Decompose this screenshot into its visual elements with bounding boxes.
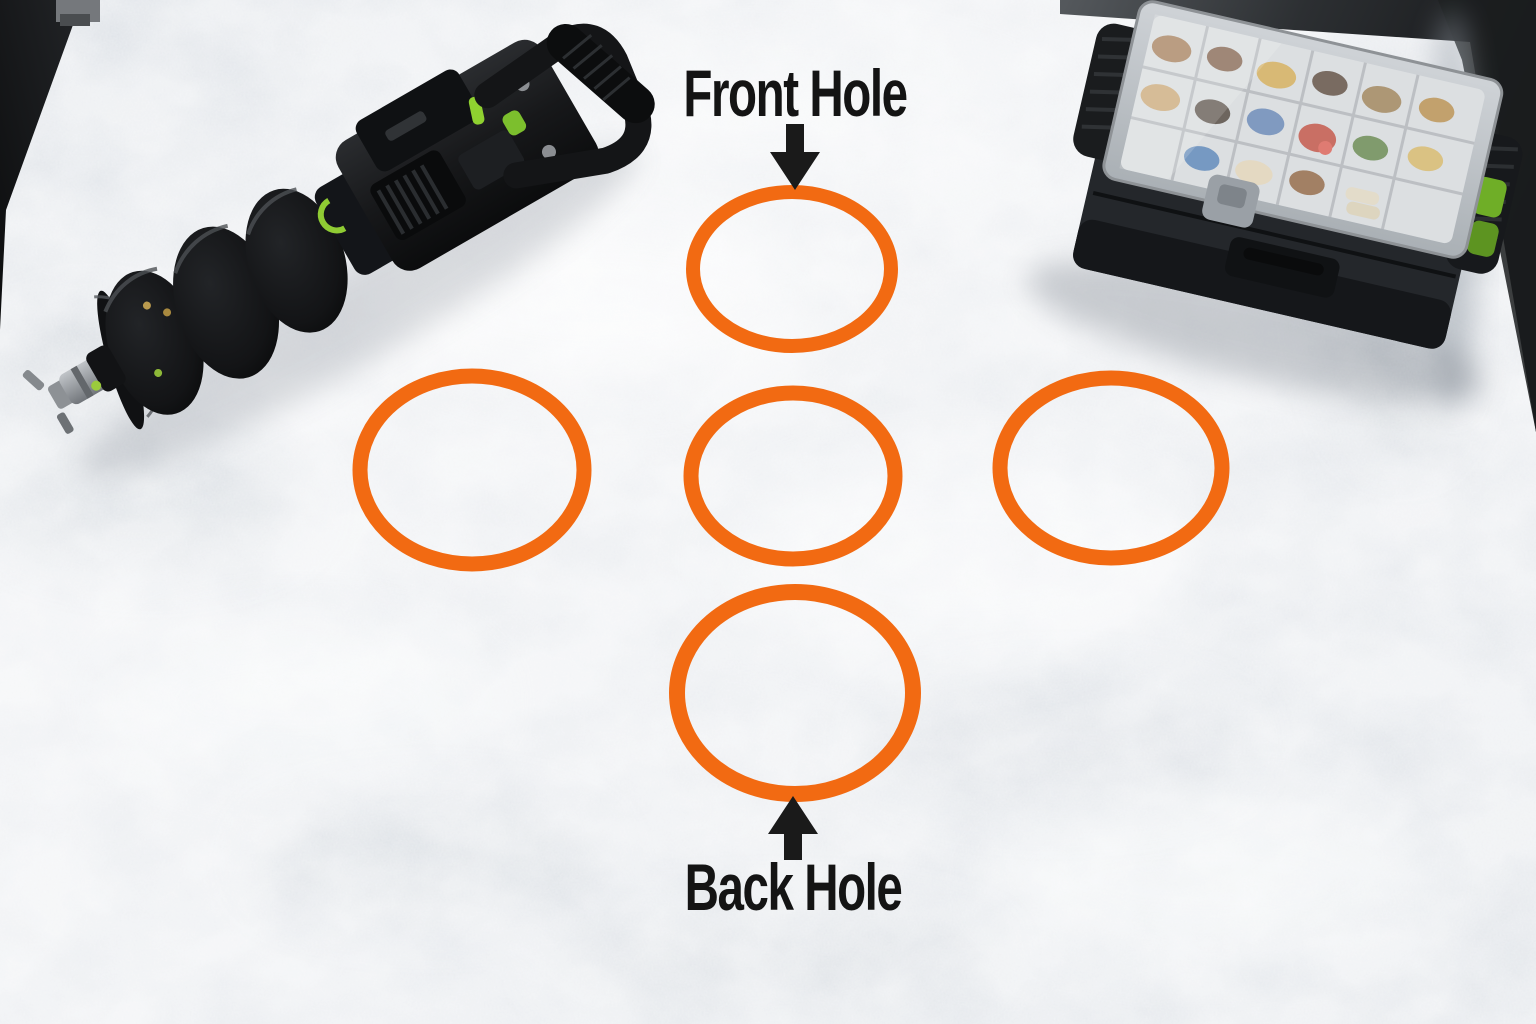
tackle-box-shadow (1027, 260, 1486, 402)
auger-shadow (80, 147, 637, 478)
front-hole-label: Front Hole (683, 56, 908, 130)
left-hole-marker (352, 368, 592, 572)
auger-handle (474, 23, 655, 189)
hole-markers (352, 185, 1230, 802)
tackle-box (1027, 0, 1523, 402)
middle-hole-marker (683, 385, 903, 567)
front-hole-arrow-down-icon (770, 124, 820, 190)
compartment-grid (1130, 26, 1475, 230)
frame-edge-top-left (0, 0, 100, 330)
back-hole-label: Back Hole (684, 850, 903, 924)
auger-mount (314, 172, 400, 275)
auger-cutting-head (22, 345, 126, 434)
right-hole-marker (992, 370, 1230, 566)
lure-compartments (1140, 35, 1455, 220)
back-hole-marker (669, 584, 921, 802)
front-hole-marker (686, 185, 898, 353)
ice-auger (22, 23, 655, 478)
back-hole-arrow-up-icon (768, 796, 818, 860)
tackle-box-lid (1102, 0, 1504, 259)
auger-motor (335, 39, 599, 271)
